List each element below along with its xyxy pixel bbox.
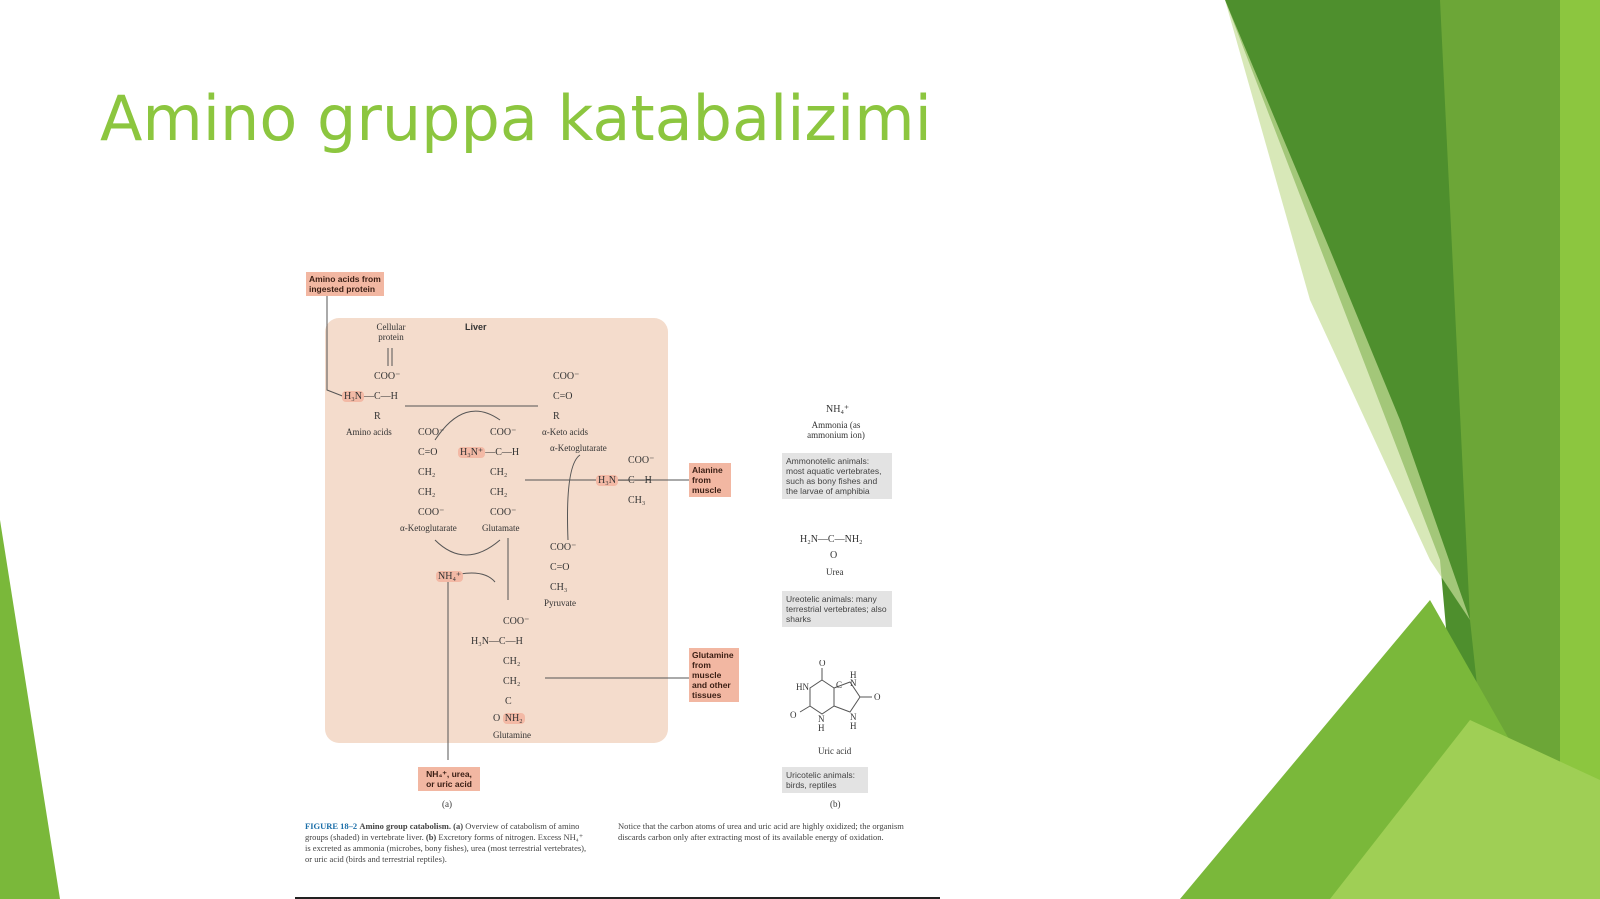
svg-text:O: O <box>819 660 826 668</box>
nh4-label: NH₄⁺ <box>436 571 464 582</box>
deco-bottom-right-light <box>1330 720 1600 899</box>
caption-part-a: (a) <box>453 821 464 831</box>
alanine-box: Alanine from muscle <box>689 463 731 497</box>
amino-acids-label: Amino acids <box>346 427 392 437</box>
alpha-ketoglutarate-right-label: α-Ketoglutarate <box>550 443 607 453</box>
svg-text:O: O <box>790 710 797 720</box>
svg-text:H: H <box>818 723 825 733</box>
liver-label: Liver <box>465 322 487 332</box>
svg-text:HN: HN <box>796 682 809 692</box>
figure-lines <box>325 296 710 760</box>
uricotelic-box: Uricotelic animals: birds, reptiles <box>782 767 868 793</box>
svg-text:O: O <box>874 692 881 702</box>
deco-left-green <box>0 520 60 899</box>
glutamine-box: Glutamine from muscle and other tissues <box>689 648 739 702</box>
ammonia-label: Ammonia (as ammonium ion) <box>807 420 865 440</box>
figure-caption: FIGURE 18–2 Amino group catabolism. (a) … <box>305 821 590 865</box>
ingested-protein-box: Amino acids from ingested protein <box>306 272 384 296</box>
svg-text:H: H <box>850 670 857 680</box>
caption-part-b: (b) <box>425 832 437 842</box>
caption-rule <box>295 897 940 899</box>
liver-shaded-region <box>325 318 668 743</box>
alpha-ketoglutarate-label: α-Ketoglutarate <box>400 523 457 533</box>
urea-o: O <box>830 550 838 561</box>
caption-title: Amino group catabolism. <box>359 821 452 831</box>
part-a-label: (a) <box>442 799 452 809</box>
part-b-label: (b) <box>830 799 841 809</box>
svg-text:N: N <box>850 712 857 722</box>
urea-label: Urea <box>826 567 844 577</box>
caption-text-a: Overview of catabolism of amino groups (… <box>305 821 580 842</box>
svg-text:H: H <box>850 721 857 731</box>
glutamine-label: Glutamine <box>493 730 531 740</box>
ammonia-formula: NH₄⁺ <box>826 404 850 415</box>
caption-figure-label: FIGURE 18–2 <box>305 821 358 831</box>
ureotelic-box: Ureotelic animals: many terrestrial vert… <box>782 591 892 627</box>
cellular-protein-label: Cellular protein <box>376 322 406 342</box>
deco-right-light <box>1560 0 1600 899</box>
glutamate-label: Glutamate <box>482 523 520 533</box>
uric-acid-label: Uric acid <box>818 746 852 756</box>
caption-text-b: Excretory forms of nitrogen. Excess NH₄⁺… <box>305 832 587 864</box>
caption-note: Notice that the carbon atoms of urea and… <box>618 821 904 842</box>
deco-right-pale <box>1225 0 1470 620</box>
svg-text:N: N <box>850 678 857 688</box>
urea-formula: H₂N—C—NH₂ <box>800 534 863 545</box>
keto-acids-label: α-Keto acids <box>542 427 588 437</box>
pyruvate-label: Pyruvate <box>544 598 576 608</box>
svg-text:N: N <box>818 714 825 724</box>
ammonotelic-box: Ammonotelic animals: most aquatic verteb… <box>782 453 892 499</box>
slide-title: Amino gruppa katabalizimi <box>100 82 932 155</box>
svg-text:C: C <box>836 680 842 690</box>
excreted-box: NH₄⁺, urea, or uric acid <box>418 767 480 791</box>
amino-catabolism-figure: Amino acids from ingested protein Alanin… <box>295 270 960 899</box>
